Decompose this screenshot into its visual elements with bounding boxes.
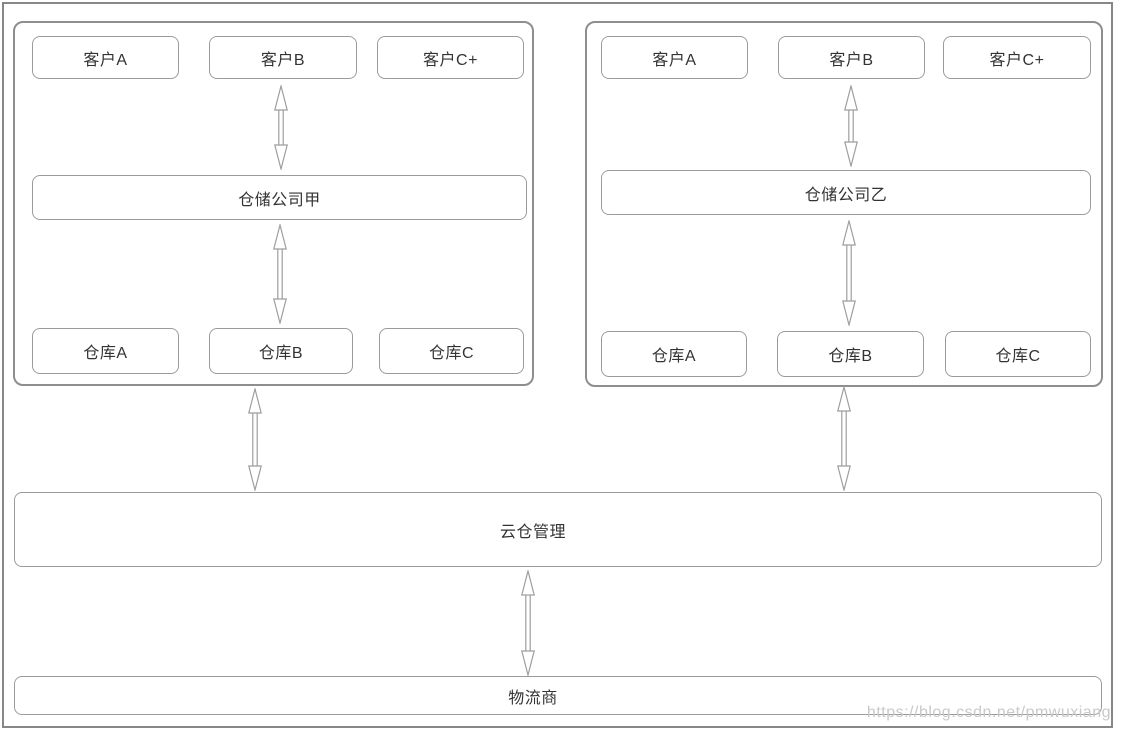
- node-client-c: 客户C+: [377, 36, 524, 79]
- arrow-group-a-to-cloud: [248, 388, 262, 491]
- node-warehouse-c: 仓库C: [379, 328, 524, 374]
- node-label: 客户B: [260, 51, 306, 69]
- arrow-clients-to-company-b: [844, 85, 858, 167]
- node-label: 云仓管理: [499, 523, 566, 541]
- node-label: 仓库A: [83, 345, 128, 362]
- node-warehouse-a: 仓库A: [32, 328, 179, 374]
- node-client-a: 客户A: [601, 36, 748, 79]
- node-client-b: 客户B: [209, 36, 357, 79]
- node-client-a: 客户A: [32, 36, 179, 79]
- node-warehouse-b: 仓库B: [209, 328, 353, 374]
- arrow-company-b-to-warehouses: [842, 220, 856, 326]
- arrow-cloud-to-logistics: [521, 570, 535, 676]
- group-warehouse-company-a: 客户A 客户B 客户C+ 仓储公司甲 仓库A 仓库B 仓库C: [13, 21, 534, 386]
- page-border: [2, 2, 1113, 728]
- node-warehouse-c: 仓库C: [945, 331, 1091, 377]
- node-label: 客户C+: [989, 51, 1045, 69]
- node-label: 仓库C: [428, 345, 475, 362]
- node-label: 仓库B: [828, 348, 873, 365]
- node-logistics-provider: 物流商: [14, 676, 1102, 715]
- node-label: 客户A: [652, 51, 697, 69]
- node-label: 仓库B: [258, 345, 304, 362]
- node-label: 仓储公司乙: [804, 186, 888, 204]
- node-warehouse-company-b: 仓储公司乙: [601, 170, 1091, 215]
- group-warehouse-company-b: 客户A 客户B 客户C+ 仓储公司乙 仓库A 仓库B 仓库C: [585, 21, 1103, 387]
- arrow-group-b-to-cloud: [837, 386, 851, 491]
- node-label: 仓储公司甲: [238, 191, 321, 209]
- arrow-clients-to-company-a: [274, 85, 288, 170]
- node-label: 客户A: [83, 51, 128, 69]
- node-label: 仓库A: [651, 348, 697, 365]
- node-warehouse-company-a: 仓储公司甲: [32, 175, 527, 220]
- arrow-company-a-to-warehouses: [273, 224, 287, 324]
- node-warehouse-b: 仓库B: [777, 331, 924, 377]
- node-client-b: 客户B: [778, 36, 925, 79]
- node-label: 客户C+: [423, 51, 478, 69]
- watermark-url: https://blog.csdn.net/pmwuxiang: [866, 704, 1111, 721]
- node-label: 仓库C: [995, 348, 1041, 365]
- node-label: 物流商: [508, 689, 558, 707]
- node-label: 客户B: [829, 51, 874, 69]
- node-warehouse-a: 仓库A: [601, 331, 747, 377]
- node-client-c: 客户C+: [943, 36, 1091, 79]
- node-cloud-warehouse-management: 云仓管理: [14, 492, 1102, 567]
